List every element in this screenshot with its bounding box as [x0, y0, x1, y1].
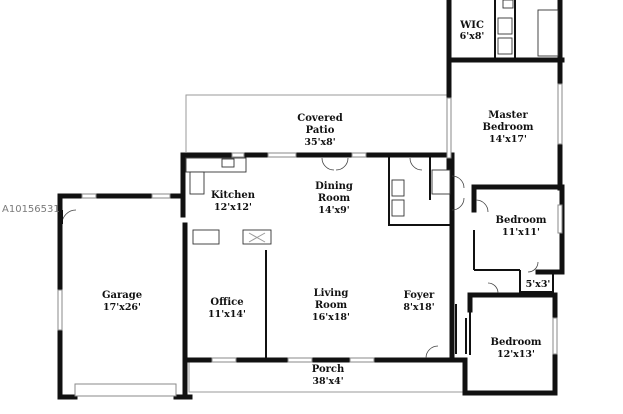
house-walls: [180, 0, 565, 396]
office-dims: 11'x14': [208, 309, 246, 320]
garage-window-side: [57, 289, 63, 331]
porch-dims: 38'x4': [312, 376, 343, 387]
patio-label-2: Patio: [306, 125, 335, 136]
living-room-dims: 16'x18': [312, 312, 350, 323]
patio-label-1: Covered: [297, 113, 342, 124]
garage-window-right: [151, 193, 171, 199]
patio-dims: 35'x8': [304, 137, 335, 148]
foyer-label: Foyer: [404, 290, 435, 301]
wic-label: WIC: [459, 20, 484, 31]
bedroom-mid-dims: 11'x11': [502, 227, 540, 238]
garage-dims: 17'x26': [103, 302, 141, 313]
bath-fixtures: [391, 0, 559, 354]
kitchen-label: Kitchen: [211, 190, 256, 201]
porch-label: Porch: [312, 364, 345, 375]
foyer-dims: 8'x18': [403, 302, 434, 313]
dining-room-dims: 14'x9': [318, 205, 349, 216]
living-room-label-2: Room: [315, 300, 348, 311]
wic-dims: 6'x8': [460, 31, 485, 42]
garage-door: [74, 383, 177, 397]
master-bedroom-dims: 14'x17': [489, 134, 527, 145]
bedroom-low-label: Bedroom: [491, 337, 542, 348]
kitchen-dims: 12'x12': [214, 202, 252, 213]
dining-room-label-2: Room: [318, 193, 351, 204]
living-room-label-1: Living: [314, 288, 349, 299]
office-label: Office: [210, 297, 243, 308]
bedroom-mid-label: Bedroom: [496, 215, 547, 226]
closet-dims: 5'x3': [526, 279, 551, 290]
dining-room-label-1: Dining: [315, 181, 353, 192]
bedroom-low-dims: 12'x13': [497, 349, 535, 360]
listing-watermark: A10156531: [2, 204, 60, 215]
garage-label: Garage: [102, 290, 142, 301]
master-bedroom-label-1: Master: [488, 110, 528, 121]
garage-window-left: [81, 193, 97, 199]
room-labels: WIC 6'x8' Master Bedroom 14'x17' Covered…: [102, 20, 550, 387]
patio-outline: [185, 94, 449, 152]
master-bedroom-label-2: Bedroom: [483, 122, 534, 133]
